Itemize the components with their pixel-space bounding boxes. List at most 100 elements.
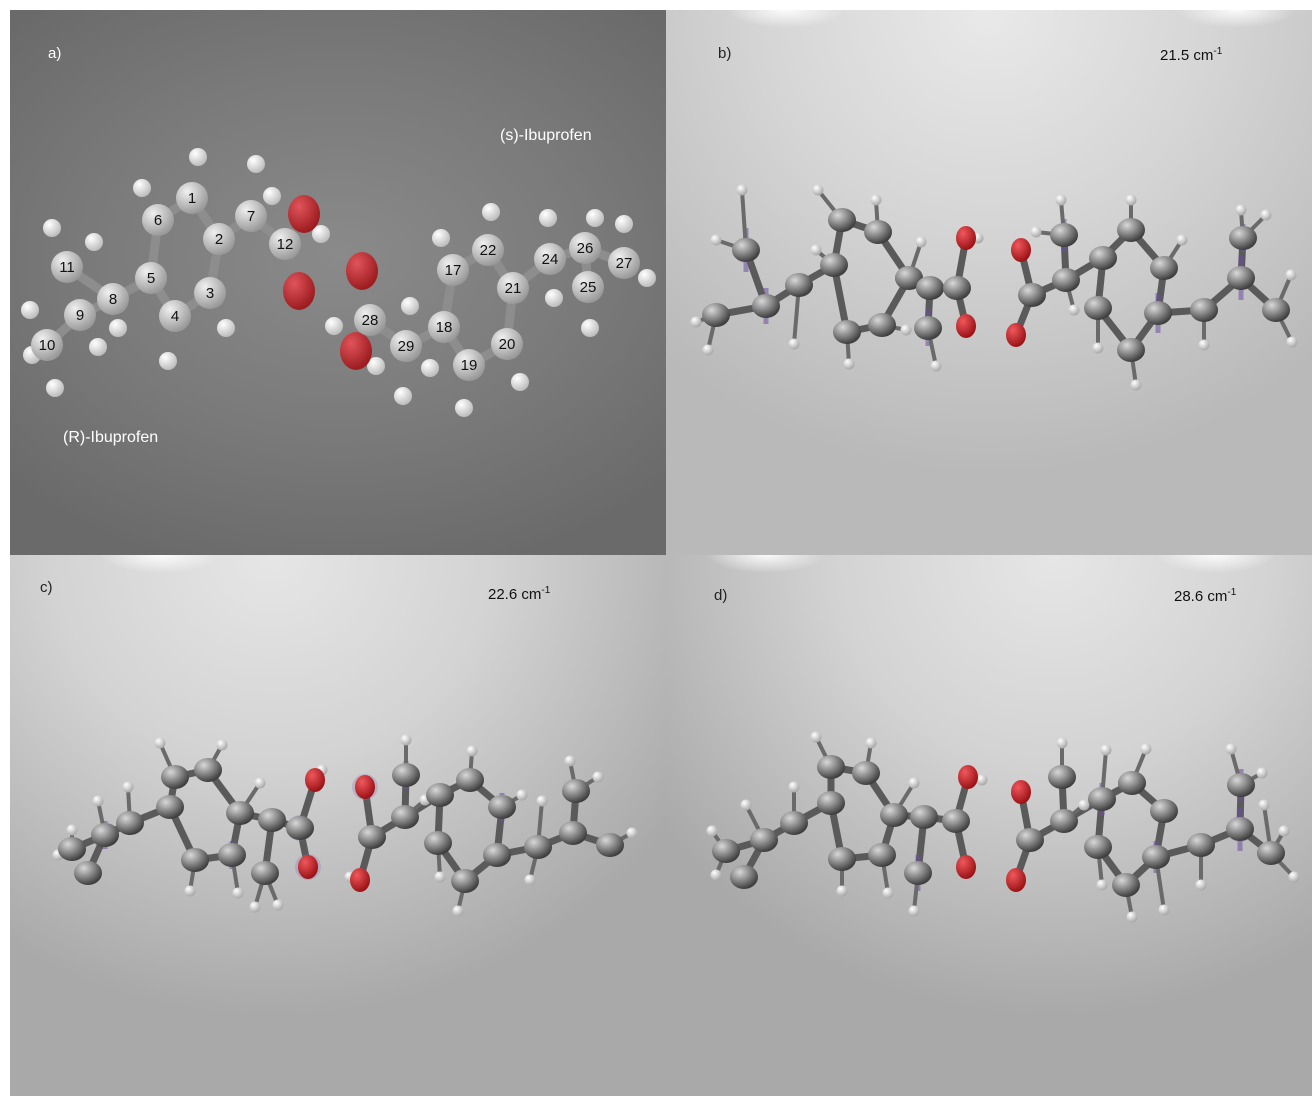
vibrational-mode-render [706,731,1300,923]
hydrogen-atom [272,899,284,911]
hydrogen-atom [452,905,464,917]
oxygen-atom [956,855,976,879]
carbon-atom [752,294,780,318]
carbon-atom [235,200,267,232]
carbon-atom [572,271,604,303]
hydrogen-atom [586,209,604,227]
carbon-atom [1084,835,1112,859]
panel-b-mode-21-5: b) 21.5 cm-1 [666,10,1312,555]
oxygen-atom [283,272,315,310]
atom-number-label: 29 [398,338,415,355]
hydrogen-atom [788,338,800,350]
panel-a-label: a) [48,45,62,62]
hydrogen-atom [43,219,61,237]
oxygen-atom [298,855,318,879]
carbon-atom [286,816,314,840]
carbon-atom [1117,338,1145,362]
hydrogen-atom [1130,379,1142,391]
hydrogen-atom [254,777,266,789]
carbon-atom [1150,799,1178,823]
heavy-atoms [702,208,1290,362]
hydrogen-atom [900,324,912,336]
hydrogen-atom [1198,339,1210,351]
hydrogen-atom [312,225,330,243]
hydrogen-atom [109,319,127,337]
hydrogen-atom [159,352,177,370]
hydrogen-atom [1030,226,1042,238]
carbon-atom [943,276,971,300]
atom-number-label: 2 [215,231,223,248]
carbon-atom [1089,246,1117,270]
carbon-atom [1118,771,1146,795]
hydrogen-atom [788,781,800,793]
carbon-atom [1088,787,1116,811]
carbon-atom [1052,268,1080,292]
carbon-atom [914,316,942,340]
carbon-atom [1144,301,1172,325]
hydrogen-atom [539,209,557,227]
hydrogen-atom [702,344,714,356]
carbon-atom [712,839,740,863]
hydrogen-atom [615,215,633,233]
hydrogen-atom [1100,744,1112,756]
carbon-atom [218,843,246,867]
oxygen-atom [958,765,978,789]
hydrogen-atom [89,338,107,356]
carbon-atom [852,761,880,785]
frequency-label: 22.6 cm-1 [488,585,551,603]
carbon-atom [817,755,845,779]
carbon-atom [1048,765,1076,789]
hydrogen-atom [592,771,604,783]
carbon-atom [497,272,529,304]
hydrogen-atom [432,229,450,247]
atom-number-label: 17 [445,262,462,279]
hydrogen-atom [455,399,473,417]
atom-number-label: 19 [461,357,478,374]
atom-number-label: 1 [188,190,196,207]
hydrogen-atom [536,795,548,807]
hydrogen-atom [1126,911,1138,923]
light-spot [726,10,846,28]
bonds [722,763,1275,889]
panel-b-label: b) [718,45,732,62]
oxygen-atom [305,768,325,792]
atom-number-label: 27 [616,255,633,272]
carbon-atom [1050,809,1078,833]
frequency-label: 28.6 cm-1 [1174,587,1237,605]
oxygen-atom [1006,323,1026,347]
carbon-atom [1112,873,1140,897]
hydrogen-atom [915,236,927,248]
carbon-atom [1229,226,1257,250]
oxygen-atom [346,252,378,290]
carbon-atom [390,330,422,362]
carbon-atom [608,247,640,279]
hydrogen-atom [1225,743,1237,755]
hydrogen-atom [908,777,920,789]
hydrogen-atom [189,148,207,166]
hydrogen-atom [400,734,412,746]
hydrogen-atom [1158,904,1170,916]
carbon-atom [916,276,944,300]
carbon-atom [194,758,222,782]
carbon-atom [785,273,813,297]
hydrogen-atom [92,795,104,807]
hydrogen-atom [516,789,528,801]
carbon-atom [820,253,848,277]
carbon-atom [159,300,191,332]
carbon-atom [596,833,624,857]
hydrogen-atom [1195,879,1207,891]
hydrogen-atoms [690,184,1298,391]
carbon-atom [895,266,923,290]
atom-number-label: 8 [109,291,117,308]
hydrogen-atom [1176,234,1188,246]
carbon-atom [732,238,760,262]
carbon-atom [559,821,587,845]
vibrational-mode-render [690,184,1298,391]
hydrogen-atom [232,887,244,899]
oxygen-atom [355,775,375,799]
hydrogen-atom [810,244,822,256]
carbon-atom [864,220,892,244]
hydrogen-atom [1285,269,1297,281]
hydrogen-atom [122,781,134,793]
